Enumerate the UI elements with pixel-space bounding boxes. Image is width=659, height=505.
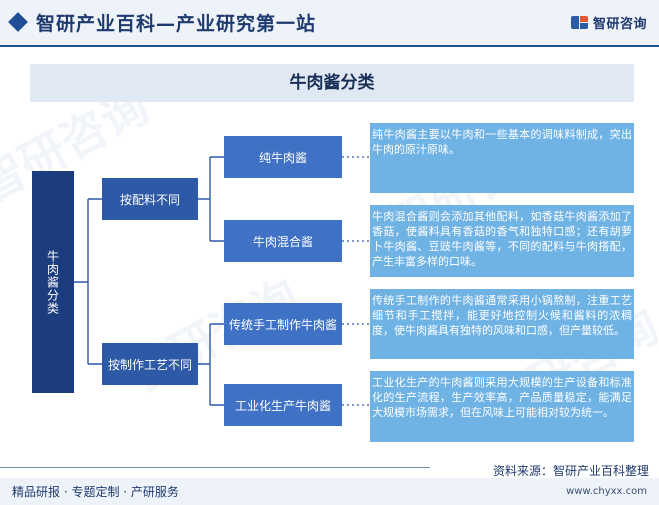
leaf-description: 纯牛肉酱主要以牛肉和一些基本的调味料制成，突出牛肉的原汁原味。: [370, 123, 634, 193]
footer-url[interactable]: www.chyxx.com: [566, 486, 647, 497]
leaf-node: 传统手工制作牛肉酱: [224, 303, 342, 345]
leaf-label: 纯牛肉酱: [258, 150, 307, 165]
brand[interactable]: 智研咨询: [570, 13, 647, 32]
leaf-label: 传统手工制作牛肉酱: [228, 317, 337, 332]
connector-cat-1: [198, 156, 224, 242]
category-label: 按制作工艺不同: [107, 357, 192, 372]
leaf-description: 牛肉混合酱则会添加其他配料，如香菇牛肉酱添加了香菇，使酱料具有香菇的香气和独特口…: [370, 205, 634, 277]
zhiyan-logo-icon: [570, 14, 588, 31]
diagram-title: 牛肉酱分类: [289, 73, 375, 93]
leaf-node: 牛肉混合酱: [224, 220, 342, 262]
root-node: 牛肉酱分类: [32, 171, 74, 393]
root-label: 牛肉酱分类: [45, 249, 60, 315]
leaf-description: 传统手工制作的牛肉酱通常采用小锅熬制，注重工艺细节和手工搅拌，能更好地控制火候和…: [370, 289, 634, 359]
leaf-description: 工业化生产的牛肉酱则采用大规模的生产设备和标准化的生产流程，生产效率高，产品质量…: [370, 371, 634, 442]
brand-name: 智研咨询: [592, 17, 647, 32]
leaf-node: 工业化生产牛肉酱: [224, 384, 342, 426]
diagram-title-band: 牛肉酱分类: [30, 64, 634, 102]
leaf-label: 牛肉混合酱: [252, 234, 313, 249]
header-title: 智研产业百科—产业研究第一站: [36, 13, 317, 35]
footer-services: 精品研报 · 专题定制 · 产研服务: [12, 485, 179, 499]
connector-root: [74, 198, 102, 365]
footer-bar: [0, 478, 659, 505]
header-bar: 智研产业百科—产业研究第一站 智研咨询: [0, 0, 659, 46]
category-node: 按配料不同: [102, 178, 198, 220]
leaf-label: 工业化生产牛肉酱: [234, 398, 331, 413]
leaf-node: 纯牛肉酱: [224, 136, 342, 178]
category-label: 按配料不同: [119, 192, 180, 207]
footer-divider: [0, 467, 430, 468]
source-note: 资料来源：智研产业百科整理: [492, 464, 649, 478]
category-node: 按制作工艺不同: [102, 343, 198, 385]
connector-cat-2: [198, 323, 224, 406]
header-divider: [0, 45, 659, 47]
